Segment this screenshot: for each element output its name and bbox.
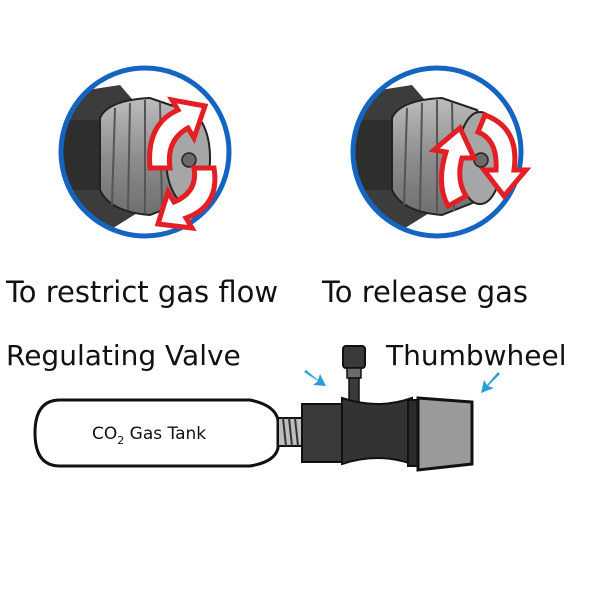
co2-gas-tank: CO2 Gas Tank <box>33 398 280 468</box>
thumbwheel <box>416 396 474 472</box>
tank-label-subscript: 2 <box>117 434 124 447</box>
blue-pointer-arrow-icon <box>304 370 326 386</box>
thread-connector <box>277 417 305 447</box>
tank-label-suffix: Gas Tank <box>124 424 206 444</box>
restrict-zoom-circle <box>58 65 232 239</box>
svg-text:CO2 Gas Tank: CO2 Gas Tank <box>92 424 206 447</box>
clockwise-rotate-arrows-icon <box>147 96 218 232</box>
counterclockwise-rotate-arrows-icon <box>428 111 532 210</box>
restrict-caption: To restrict gas flow <box>5 275 278 309</box>
zoom-ring <box>58 65 232 239</box>
release-caption: To release gas <box>321 275 528 309</box>
thumbwheel-label: Thumbwheel <box>385 339 567 372</box>
regulating-valve-label: Regulating Valve <box>6 339 241 372</box>
zoom-ring <box>350 65 524 239</box>
co2-assembly: CO2 Gas Tank <box>33 345 474 472</box>
release-zoom-circle <box>350 65 532 239</box>
blue-pointer-arrow-icon <box>481 372 500 393</box>
tank-label-prefix: CO <box>92 424 117 444</box>
